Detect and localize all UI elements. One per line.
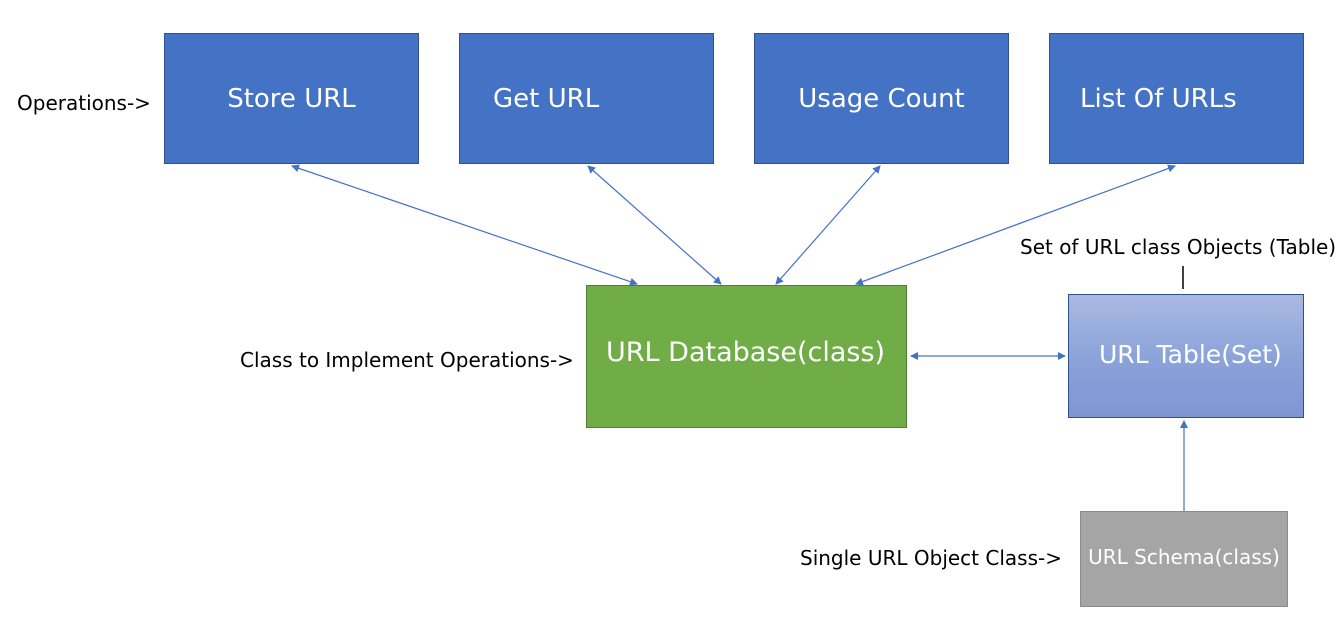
table-label: Set of URL class Objects (Table) xyxy=(1020,235,1337,259)
store-url-text: Store URL xyxy=(227,83,356,114)
connector-list-of-urls-database xyxy=(855,164,1176,286)
list-of-urls-text: List Of URLs xyxy=(1080,83,1237,114)
url-schema-box: URL Schema(class) xyxy=(1080,511,1288,607)
url-table-box: URL Table(Set) xyxy=(1068,294,1304,418)
usage-count-box: Usage Count xyxy=(754,33,1009,164)
database-label: Class to Implement Operations-> xyxy=(240,348,574,372)
operations-label: Operations-> xyxy=(17,91,151,115)
url-table-text: URL Table(Set) xyxy=(1099,339,1282,369)
list-of-urls-box: List Of URLs xyxy=(1049,33,1304,164)
connector-store-url-database xyxy=(291,164,638,286)
connector-get-url-database xyxy=(587,165,722,285)
schema-label: Single URL Object Class-> xyxy=(800,546,1062,570)
connector-usage-count-database xyxy=(775,165,881,285)
url-schema-text: URL Schema(class) xyxy=(1088,545,1280,569)
get-url-box: Get URL xyxy=(459,33,714,164)
get-url-text: Get URL xyxy=(493,83,600,114)
url-database-text: URL Database(class) xyxy=(606,337,886,368)
usage-count-text: Usage Count xyxy=(798,83,965,114)
store-url-box: Store URL xyxy=(164,33,419,164)
url-database-box: URL Database(class) xyxy=(586,285,907,428)
